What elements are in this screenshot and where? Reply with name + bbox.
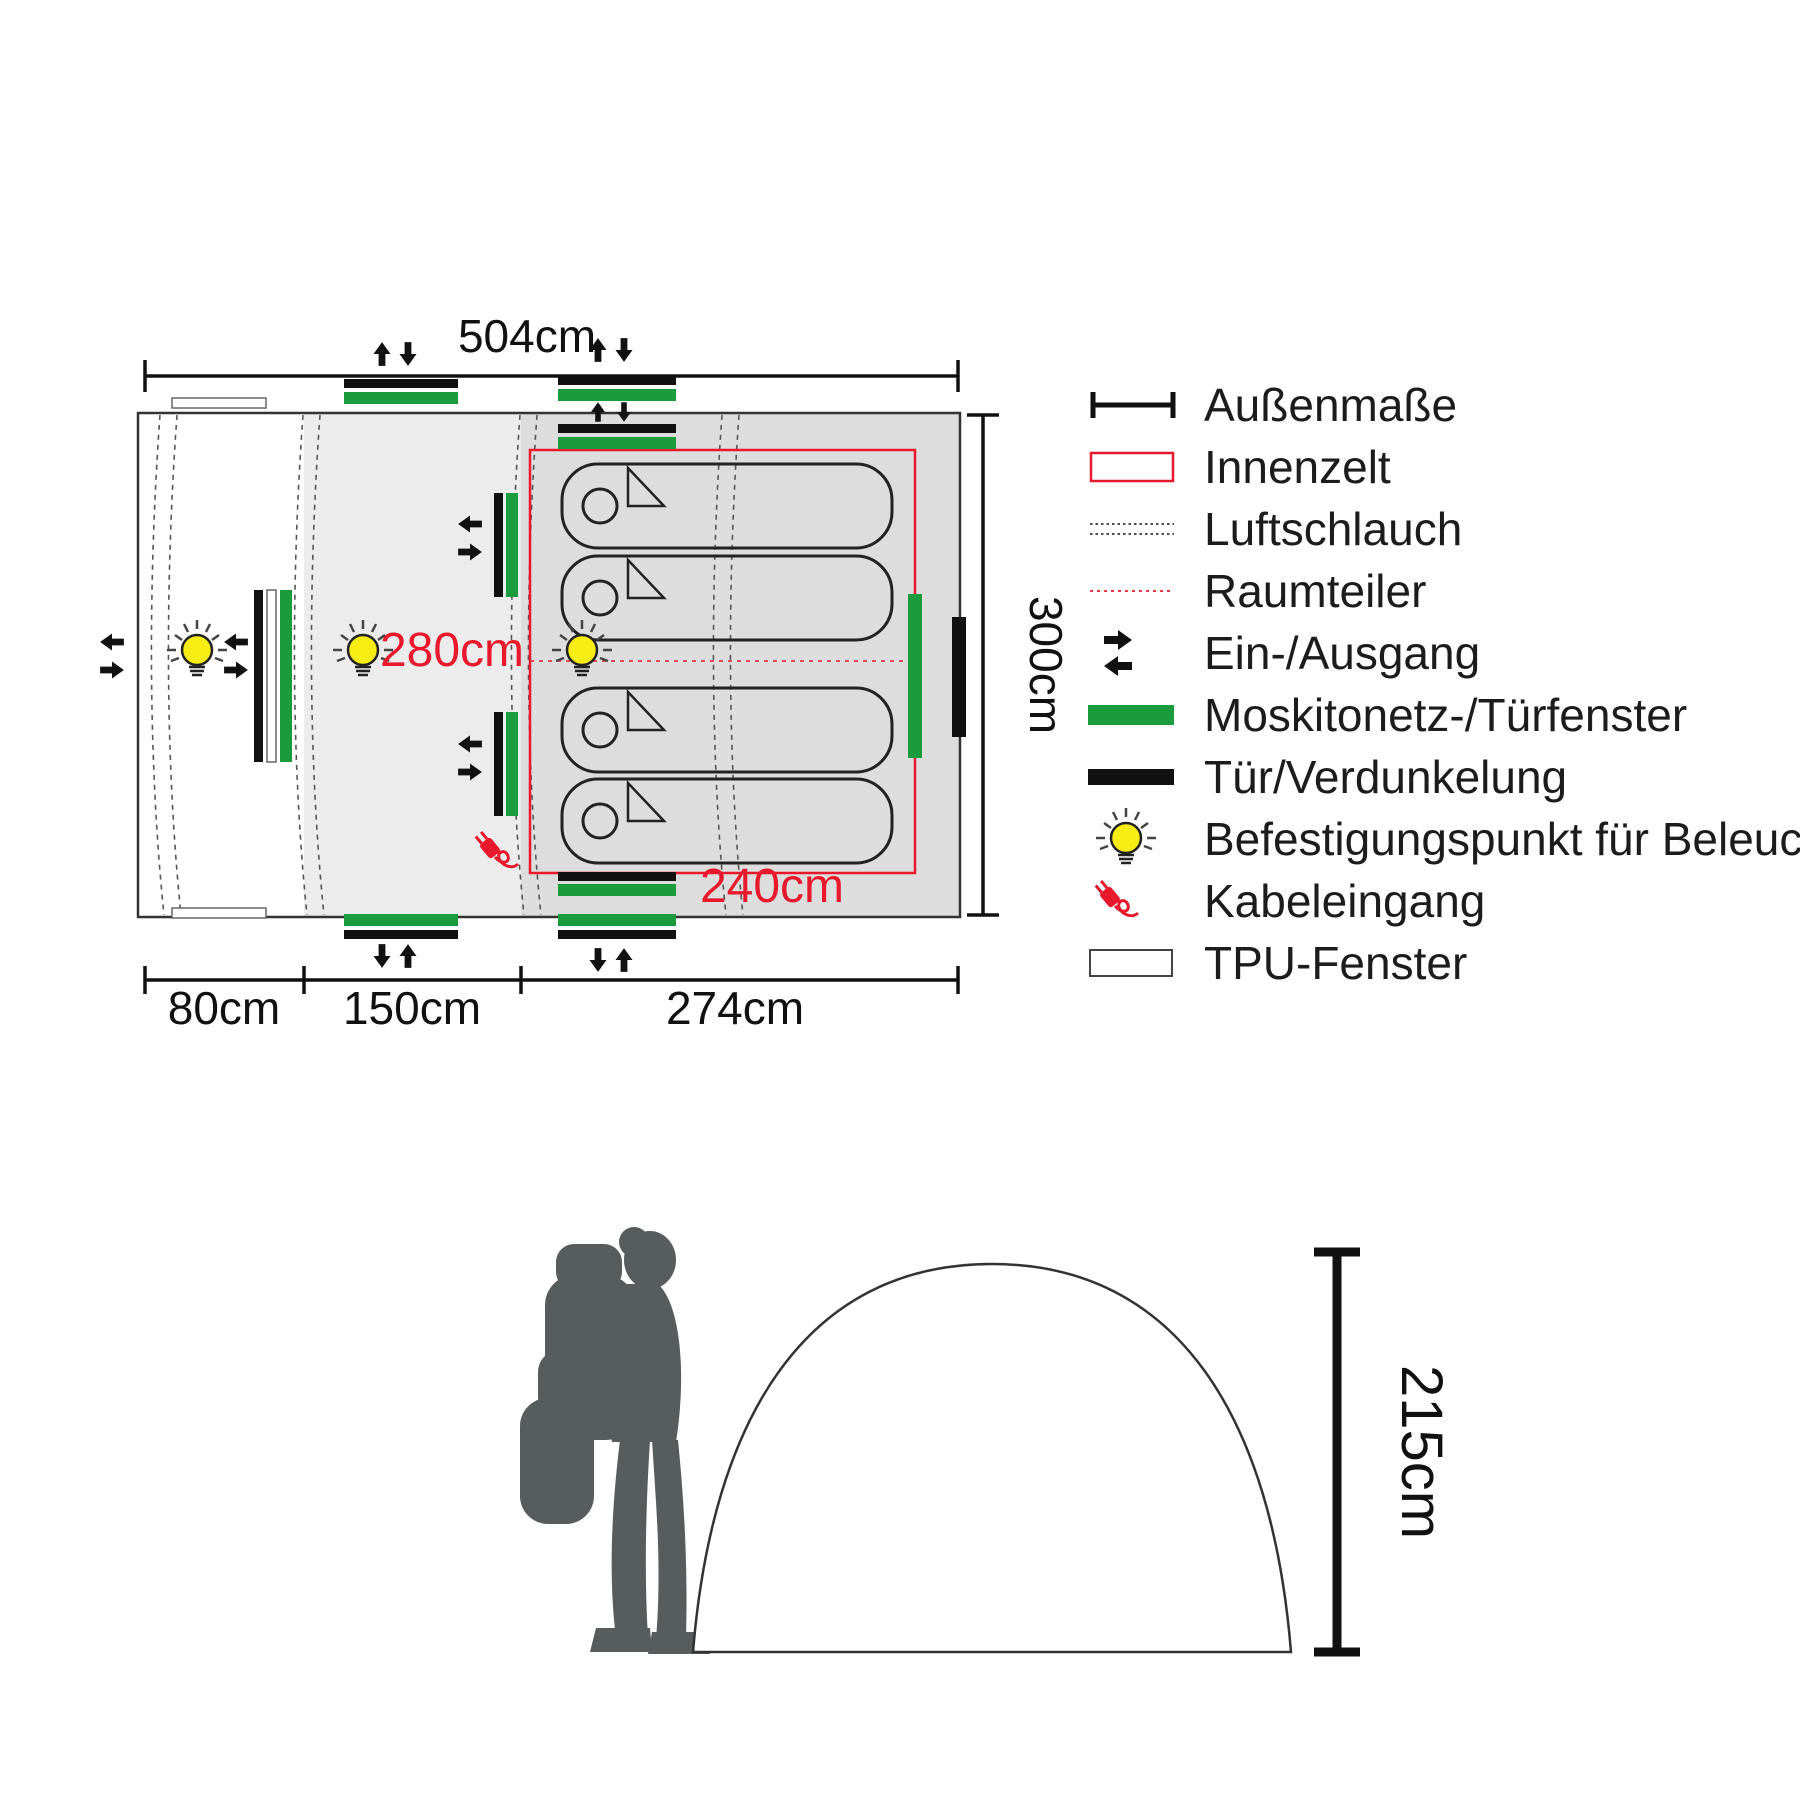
room-divider-icon [1088,584,1192,598]
legend-label: Innenzelt [1204,440,1391,493]
inner-doors [458,493,518,816]
sleeping-bag [560,686,894,774]
entry-arrow-icon [589,948,607,972]
height-dimension [1314,1247,1360,1657]
legend-label: TPU-Fenster [1204,936,1468,989]
legend-label: Befestigungspunkt für Beleuchtung [1204,812,1800,865]
door-bar [952,617,966,737]
air-tube-icon [1088,516,1192,542]
legend-label: Ein-/Ausgang [1204,626,1481,679]
entry-arrow-icon [100,661,124,679]
outer-width-label: 504cm [458,310,596,362]
legend-item: Tür/Verdunkelung [1088,750,1800,803]
legend-item: Befestigungspunkt für Beleuchtung [1088,806,1800,865]
left-door [100,589,292,763]
net-window-bar [558,914,676,926]
mid-section [304,413,521,917]
lighting-attachment-icon [1088,802,1192,876]
outer-depth-label: 300cm [1020,596,1072,734]
legend-item: Luftschlauch [1088,502,1800,555]
net-window-bar [558,884,676,896]
inner-tent-icon [1088,448,1192,486]
dimension-lines [143,360,999,994]
net-window-bar [506,493,518,597]
legend-item: Ein-/Ausgang [1088,626,1800,679]
net-window-bar [558,437,676,449]
sleeping-bag [560,777,894,865]
porch-section [138,413,304,917]
hiker-silhouette [520,1227,710,1654]
inner-depth-label: 240cm [700,860,844,913]
net-window-bar [908,594,922,758]
cabin-section [521,413,960,917]
net-window-bar [558,389,676,401]
air-tube-lines [150,414,744,916]
legend-label: Raumteiler [1204,564,1427,617]
legend-item: Raumteiler [1088,564,1800,617]
door-bar [558,376,676,385]
mid-depth-label: 150cm [343,982,481,1034]
door-bar [494,493,503,597]
tpu-window-bar [171,907,267,919]
legend-label: Außenmaße [1204,378,1458,431]
net-window-bar [344,914,458,926]
peak-height-label: 215cm [1389,1365,1454,1539]
sleeping-bag [560,462,894,550]
door-bar [558,424,676,433]
entry-arrow-icon [373,342,391,366]
net-window-bar [506,712,518,816]
legend-label: Luftschlauch [1204,502,1463,555]
legend-label: Kabeleingang [1204,874,1486,927]
tent-side-view: 215cm [520,1227,1454,1657]
bottom-doors [171,872,676,972]
entrance-exit-icon [1088,625,1192,681]
legend-item: TPU-Fenster [1088,936,1800,989]
right-door [908,594,966,758]
sleeping-bag [560,554,894,642]
entry-arrow-icon [615,338,633,362]
door-bar [344,930,458,939]
entry-arrow-icon [100,633,124,651]
tent-profile [691,1262,1293,1654]
legend-item: Moskitonetz-/Türfenster [1088,688,1800,741]
door-blackout-icon [1088,768,1192,786]
inner-width-label: 280cm [380,624,524,677]
legend-item: Kabeleingang [1088,874,1800,927]
door-bar [344,379,458,388]
cable-entry-icon [1088,873,1192,929]
door-bar [494,712,503,816]
legend-label: Moskitonetz-/Türfenster [1204,688,1688,741]
entry-arrow-icon [373,944,391,968]
legend-label: Tür/Verdunkelung [1204,750,1568,803]
door-bar [558,930,676,939]
tpu-window-icon [1088,946,1192,980]
door-bar [254,590,263,762]
entry-arrow-icon [399,944,417,968]
entry-arrow-icon [399,342,417,366]
tpu-window-bar [171,397,267,409]
porch-depth-label: 80cm [168,982,280,1034]
top-doors [171,338,676,449]
cabin-depth-label: 274cm [666,982,804,1034]
tpu-window-bar [266,589,277,763]
net-window-bar [280,590,292,762]
legend: Außenmaße Innenzelt Luftschlauch Raumtei… [1088,378,1800,989]
tent-floor-plan: 504cm 300cm 80cm 150cm 274cm 280cm 240cm [100,310,1072,1034]
door-bar [558,872,676,881]
legend-item: Innenzelt [1088,440,1800,493]
mosquito-net-window-icon [1088,704,1192,726]
outer-dimensions-icon [1088,387,1192,423]
net-window-bar [344,392,458,404]
entry-arrow-icon [615,948,633,972]
legend-item: Außenmaße [1088,378,1800,431]
